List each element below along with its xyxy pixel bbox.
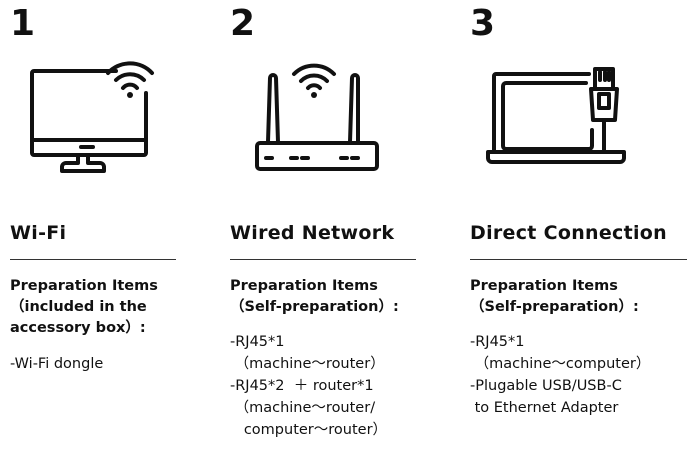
list-item: -Plugable USB/USB-C: [470, 378, 622, 394]
divider: [10, 259, 176, 260]
prep-line: （Self-preparation）:: [470, 299, 639, 315]
step-number: 2: [230, 3, 256, 44]
step-number: 3: [470, 3, 496, 44]
laptop-ethernet-icon: [486, 67, 626, 164]
list-item: （machine～computer）: [470, 356, 651, 372]
divider: [470, 259, 687, 260]
list-item: -RJ45*1: [470, 334, 525, 350]
preparation-heading: Preparation Items （included in the acces…: [10, 276, 158, 339]
prep-line: Preparation Items: [230, 278, 378, 294]
list-item: -Wi-Fi dongle: [10, 356, 104, 372]
section-title: Direct Connection: [470, 222, 667, 244]
prep-line: Preparation Items: [10, 278, 158, 294]
preparation-heading: Preparation Items （Self-preparation）:: [470, 276, 639, 318]
list-item: （machine～router）: [230, 356, 385, 372]
list-item: to Ethernet Adapter: [470, 400, 619, 416]
router-icon: [255, 63, 379, 171]
list-item: computer～router）: [230, 422, 388, 438]
item-list: -RJ45*1 （machine～computer） -Plugable USB…: [470, 331, 650, 419]
list-item: -RJ45*1: [230, 334, 285, 350]
item-list: -RJ45*1 （machine～router） -RJ45*2 ＋ route…: [230, 331, 387, 441]
prep-line: （Self-preparation）:: [230, 299, 399, 315]
list-item: -RJ45*2 ＋ router*1: [230, 378, 374, 394]
section-title: Wi-Fi: [10, 222, 67, 244]
prep-line: accessory box）:: [10, 320, 146, 336]
list-item: （machine～router/: [230, 400, 376, 416]
preparation-heading: Preparation Items （Self-preparation）:: [230, 276, 399, 318]
divider: [230, 259, 416, 260]
section-title: Wired Network: [230, 222, 395, 244]
item-list: -Wi-Fi dongle: [10, 353, 103, 375]
monitor-wifi-icon: [30, 61, 154, 173]
prep-line: Preparation Items: [470, 278, 618, 294]
prep-line: （included in the: [10, 299, 147, 315]
step-number: 1: [10, 3, 36, 44]
